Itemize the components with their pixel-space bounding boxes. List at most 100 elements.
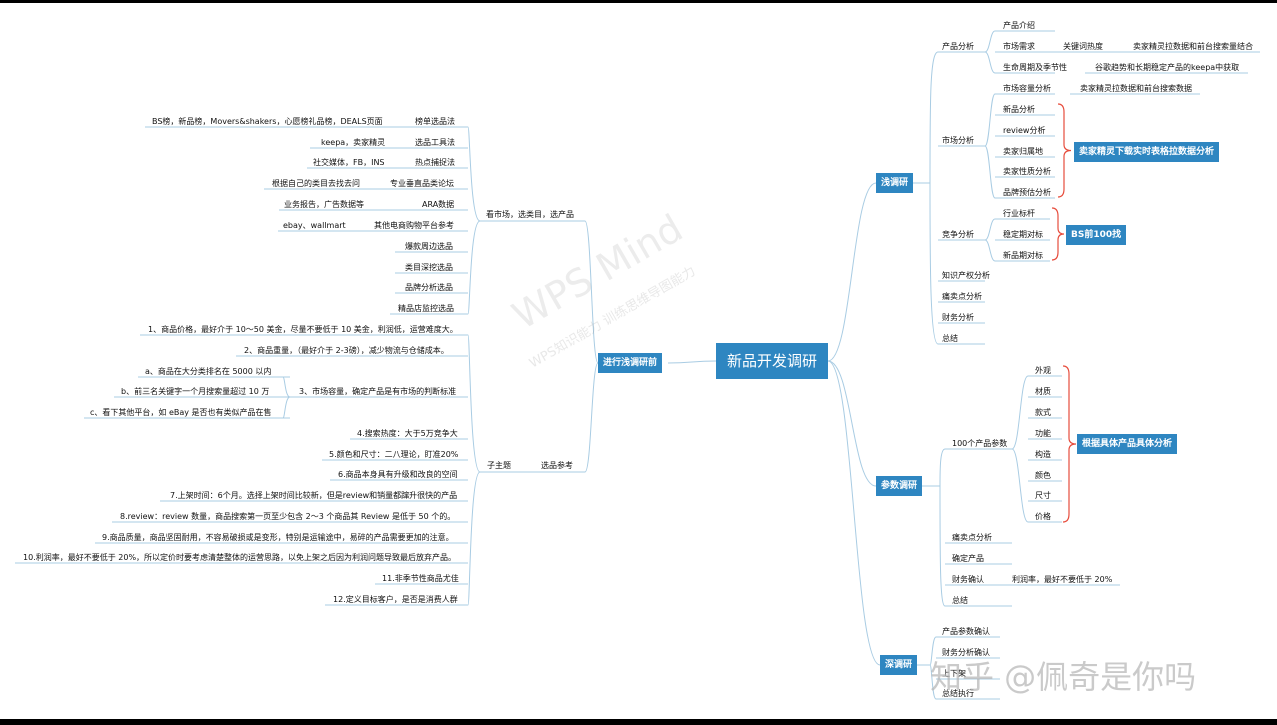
method-detail: ebay、wallmart	[283, 221, 346, 230]
method-detail: BS榜，新品榜，Movers&shakers，心愿榜礼品榜，DEALS页面	[152, 117, 383, 126]
criteria-item[interactable]: 10.利润率，最好不要低于 20%，所以定价时要考虑清楚整体的运营思路，以免上架…	[23, 553, 457, 562]
top-border	[0, 0, 1277, 3]
subtopic-label[interactable]: 子主题	[487, 461, 511, 470]
link-left-market	[584, 220, 599, 364]
shallow-other-item[interactable]: 知识产权分析	[942, 271, 990, 280]
select-branch-label[interactable]: 选品参考	[541, 461, 573, 470]
param-confirm[interactable]: 确定产品	[952, 554, 984, 563]
link-center-deep	[827, 360, 881, 666]
market-item[interactable]: 新品分析	[1003, 105, 1035, 114]
deep-item[interactable]: 上下架	[942, 669, 966, 678]
market-demand[interactable]: 市场需求	[1003, 42, 1035, 51]
method-item[interactable]: 热点捕捉法	[415, 158, 455, 167]
market-branch-label[interactable]: 看市场，选类目，选产品	[486, 210, 574, 219]
param-finance-detail[interactable]: 利润率，最好不要低于 20%	[1012, 575, 1113, 584]
method-item[interactable]: 其他电商购物平台参考	[374, 221, 454, 230]
market-criteria-sub[interactable]: b、前三名关键字一个月搜索量超过 10 万	[121, 387, 270, 396]
competition-item[interactable]: 行业标杆	[1003, 209, 1035, 218]
hundred-params-label[interactable]: 100个产品参数	[952, 439, 1008, 448]
market-capacity[interactable]: 市场容量分析	[1003, 84, 1051, 93]
market-item[interactable]: 卖家归属地	[1003, 147, 1043, 156]
method-item[interactable]: 榜单选品法	[415, 117, 455, 126]
criteria-item[interactable]: 4.搜索热度：大于5万竞争大	[357, 429, 458, 438]
market-sub-spine	[282, 376, 291, 419]
shallow-research-node[interactable]: 浅调研	[876, 173, 914, 193]
criteria-item[interactable]: 8.review：review 数量，商品搜索第一页至少包含 2～3 个商品其 …	[120, 512, 456, 521]
keyword-heat-detail[interactable]: 卖家精灵拉数据和前台搜索量结合	[1133, 42, 1253, 51]
market-spine	[984, 93, 996, 199]
shallow-spine	[929, 51, 939, 345]
shallow-other-item[interactable]: 财务分析	[942, 313, 974, 322]
bottom-border	[0, 719, 1277, 725]
method-item[interactable]: 精品店监控选品	[398, 304, 454, 313]
param-finance[interactable]: 财务确认	[952, 575, 984, 584]
competition-summary-node[interactable]: BS前100找	[1066, 225, 1127, 245]
product-intro[interactable]: 产品介绍	[1003, 21, 1035, 30]
shallow-other-item[interactable]: 总结	[942, 334, 958, 343]
link-center-left	[667, 360, 717, 364]
criteria-item[interactable]: 1、商品价格，最好介于 10～50 美金，尽量不要低于 10 美金，利润低，运营…	[148, 325, 458, 334]
method-item[interactable]: ARA数据	[422, 200, 455, 209]
select-items-spine	[467, 334, 481, 606]
param-spine	[939, 448, 946, 607]
criteria-item[interactable]: 7.上架时间：6个月。选择上架时间比较新，但是review和销量都蹿升很快的产品	[170, 491, 458, 500]
central-topic[interactable]: 新品开发调研	[716, 343, 828, 379]
market-capacity-detail[interactable]: 卖家精灵拉数据和前台搜索数据	[1080, 84, 1192, 93]
competition-item[interactable]: 稳定期对标	[1003, 230, 1043, 239]
criteria-item[interactable]: 2、商品重量，（最好介于 2-3磅），减少物流与仓储成本。	[244, 346, 449, 355]
deep-item[interactable]: 总结执行	[942, 689, 974, 698]
criteria-item[interactable]: 11.非季节性商品尤佳	[382, 574, 459, 583]
param-item[interactable]: 外观	[1035, 366, 1051, 375]
method-item[interactable]: 品牌分析选品	[405, 283, 453, 292]
criteria-item[interactable]: 5.颜色和尺寸：二八理论，盯准20%	[329, 450, 459, 459]
market-criteria-sub[interactable]: c、看下其他平台，如 eBay 是否也有类似产品在售	[90, 408, 272, 417]
pre-research-node[interactable]: 进行浅调研前	[598, 353, 663, 373]
method-detail: 根据自己的类目去找去问	[272, 179, 360, 188]
lifecycle[interactable]: 生命周期及季节性	[1003, 63, 1067, 72]
competition-spine	[984, 218, 996, 262]
keyword-heat[interactable]: 关键词热度	[1063, 42, 1103, 51]
criteria-item[interactable]: 6.商品本身具有升级和改良的空间	[338, 470, 458, 479]
criteria-item[interactable]: 12.定义目标客户，是否是消费人群	[333, 595, 458, 604]
method-item[interactable]: 专业垂直品类论坛	[390, 179, 454, 188]
method-detail: 社交媒体，FB，INS	[313, 158, 385, 167]
market-analysis-label[interactable]: 市场分析	[942, 136, 974, 145]
param-item[interactable]: 构造	[1035, 450, 1051, 459]
shallow-other-item[interactable]: 痛卖点分析	[942, 292, 982, 301]
param-conclusion[interactable]: 总结	[952, 596, 968, 605]
market-bracket	[1057, 103, 1072, 198]
deep-item[interactable]: 产品参数确认	[942, 627, 990, 636]
deep-item[interactable]: 财务分析确认	[942, 648, 990, 657]
method-item[interactable]: 选品工具法	[415, 138, 455, 147]
param-bracket	[1062, 365, 1077, 523]
market-item[interactable]: review分析	[1003, 126, 1046, 135]
product-spine	[984, 30, 996, 74]
criteria-item[interactable]: 9.商品质量，商品坚固耐用，不容易破损或是变形，特别是运输途中，易碎的产品需要更…	[102, 533, 454, 542]
param-items-spine	[1011, 375, 1029, 523]
lifecycle-detail[interactable]: 谷歌趋势和长期稳定产品的keepa中获取	[1095, 63, 1240, 72]
method-detail: 业务报告，广告数据等	[284, 200, 364, 209]
param-item[interactable]: 材质	[1035, 387, 1051, 396]
param-summary-node[interactable]: 根据具体产品具体分析	[1077, 434, 1178, 454]
method-detail: keepa，卖家精灵	[321, 138, 386, 147]
competition-analysis-label[interactable]: 竞争分析	[942, 230, 974, 239]
deep-research-node[interactable]: 深调研	[880, 655, 918, 675]
param-research-node[interactable]: 参数调研	[876, 476, 923, 496]
param-item[interactable]: 价格	[1035, 512, 1051, 521]
market-item[interactable]: 卖家性质分析	[1003, 167, 1051, 176]
market-criteria-sub[interactable]: a、商品在大分类排名在 5000 以内	[145, 367, 272, 376]
method-item[interactable]: 类目深挖选品	[405, 263, 453, 272]
param-item[interactable]: 功能	[1035, 429, 1051, 438]
market-item[interactable]: 品牌预估分析	[1003, 188, 1051, 197]
method-item[interactable]: 爆款周边选品	[405, 242, 453, 251]
competition-item[interactable]: 新品期对标	[1003, 251, 1043, 260]
param-item[interactable]: 颜色	[1035, 471, 1051, 480]
param-item[interactable]: 尺寸	[1035, 491, 1051, 500]
param-item[interactable]: 款式	[1035, 408, 1051, 417]
criteria-item[interactable]: 3、市场容量，确定产品是有市场的判断标准	[299, 387, 457, 396]
param-pain[interactable]: 痛卖点分析	[952, 533, 992, 542]
product-analysis-label[interactable]: 产品分析	[942, 42, 974, 51]
market-summary-node[interactable]: 卖家精灵下载实时表格拉数据分析	[1074, 142, 1220, 162]
